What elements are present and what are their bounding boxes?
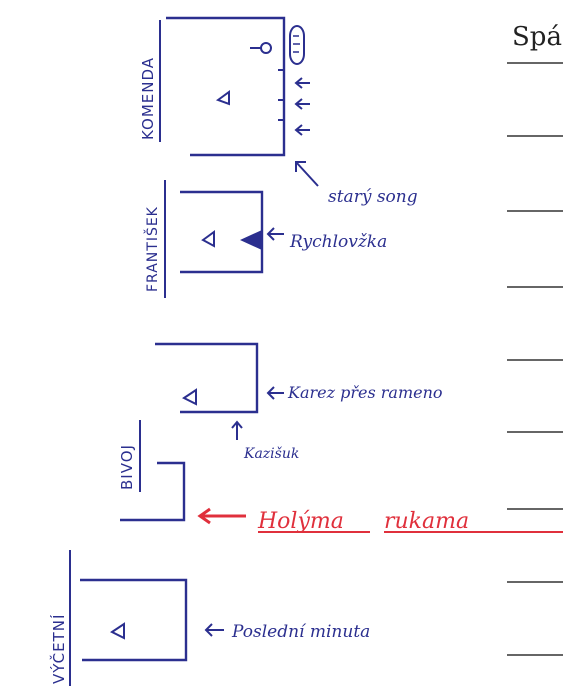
frantisek-tick	[240, 230, 262, 250]
bivoj-group: BIVOJ Karez přes rameno Kazišuk Holýma r…	[118, 342, 563, 534]
komenda-arrows	[294, 77, 310, 136]
note-kazisuk: Kazišuk	[243, 446, 299, 462]
drum-icon	[289, 25, 305, 65]
note-stary-song: starý song	[328, 187, 418, 207]
komenda-box	[166, 16, 286, 157]
vycetni-box	[80, 578, 188, 662]
page-title: Spá	[512, 22, 562, 52]
note-rychlovka: Rychlovžka	[289, 232, 387, 252]
arrow-up-icon	[231, 420, 243, 440]
arrow-left-icon	[294, 98, 310, 110]
label-frantisek: FRANTIŠEK	[143, 206, 161, 292]
frantisek-box	[180, 190, 264, 274]
triangle-marker	[215, 90, 230, 106]
note-rukama: rukama	[384, 509, 469, 534]
vycetni-group: VÝČETNÍ Poslední minuta	[49, 550, 370, 686]
triangle-marker	[110, 622, 125, 640]
note-posledni: Poslední minuta	[231, 622, 370, 642]
label-vycetni: VÝČETNÍ	[49, 614, 68, 684]
arrow-up-left-icon	[295, 161, 319, 187]
arrow-left-icon	[266, 227, 284, 241]
label-bivoj: BIVOJ	[118, 444, 136, 490]
arrow-left-red-icon	[197, 507, 246, 525]
arrow-left-icon	[204, 623, 224, 637]
frantisek-group: FRANTIŠEK Rychlovžka	[143, 180, 387, 298]
note-holyma: Holýma	[257, 509, 344, 534]
note-karez: Karez přes rameno	[287, 383, 443, 402]
arrow-left-icon	[266, 386, 284, 400]
triangle-marker	[201, 230, 215, 248]
arrow-left-icon	[294, 124, 310, 136]
microphone-icon	[260, 42, 272, 54]
bivoj-box-upper	[155, 342, 259, 414]
ruled-lines	[507, 62, 563, 656]
label-komenda: KOMENDA	[139, 57, 157, 140]
arrow-left-icon	[294, 77, 310, 89]
bivoj-box-lower	[120, 461, 186, 522]
komenda-group: KOMENDA starý song	[139, 16, 418, 207]
triangle-marker	[182, 388, 197, 406]
